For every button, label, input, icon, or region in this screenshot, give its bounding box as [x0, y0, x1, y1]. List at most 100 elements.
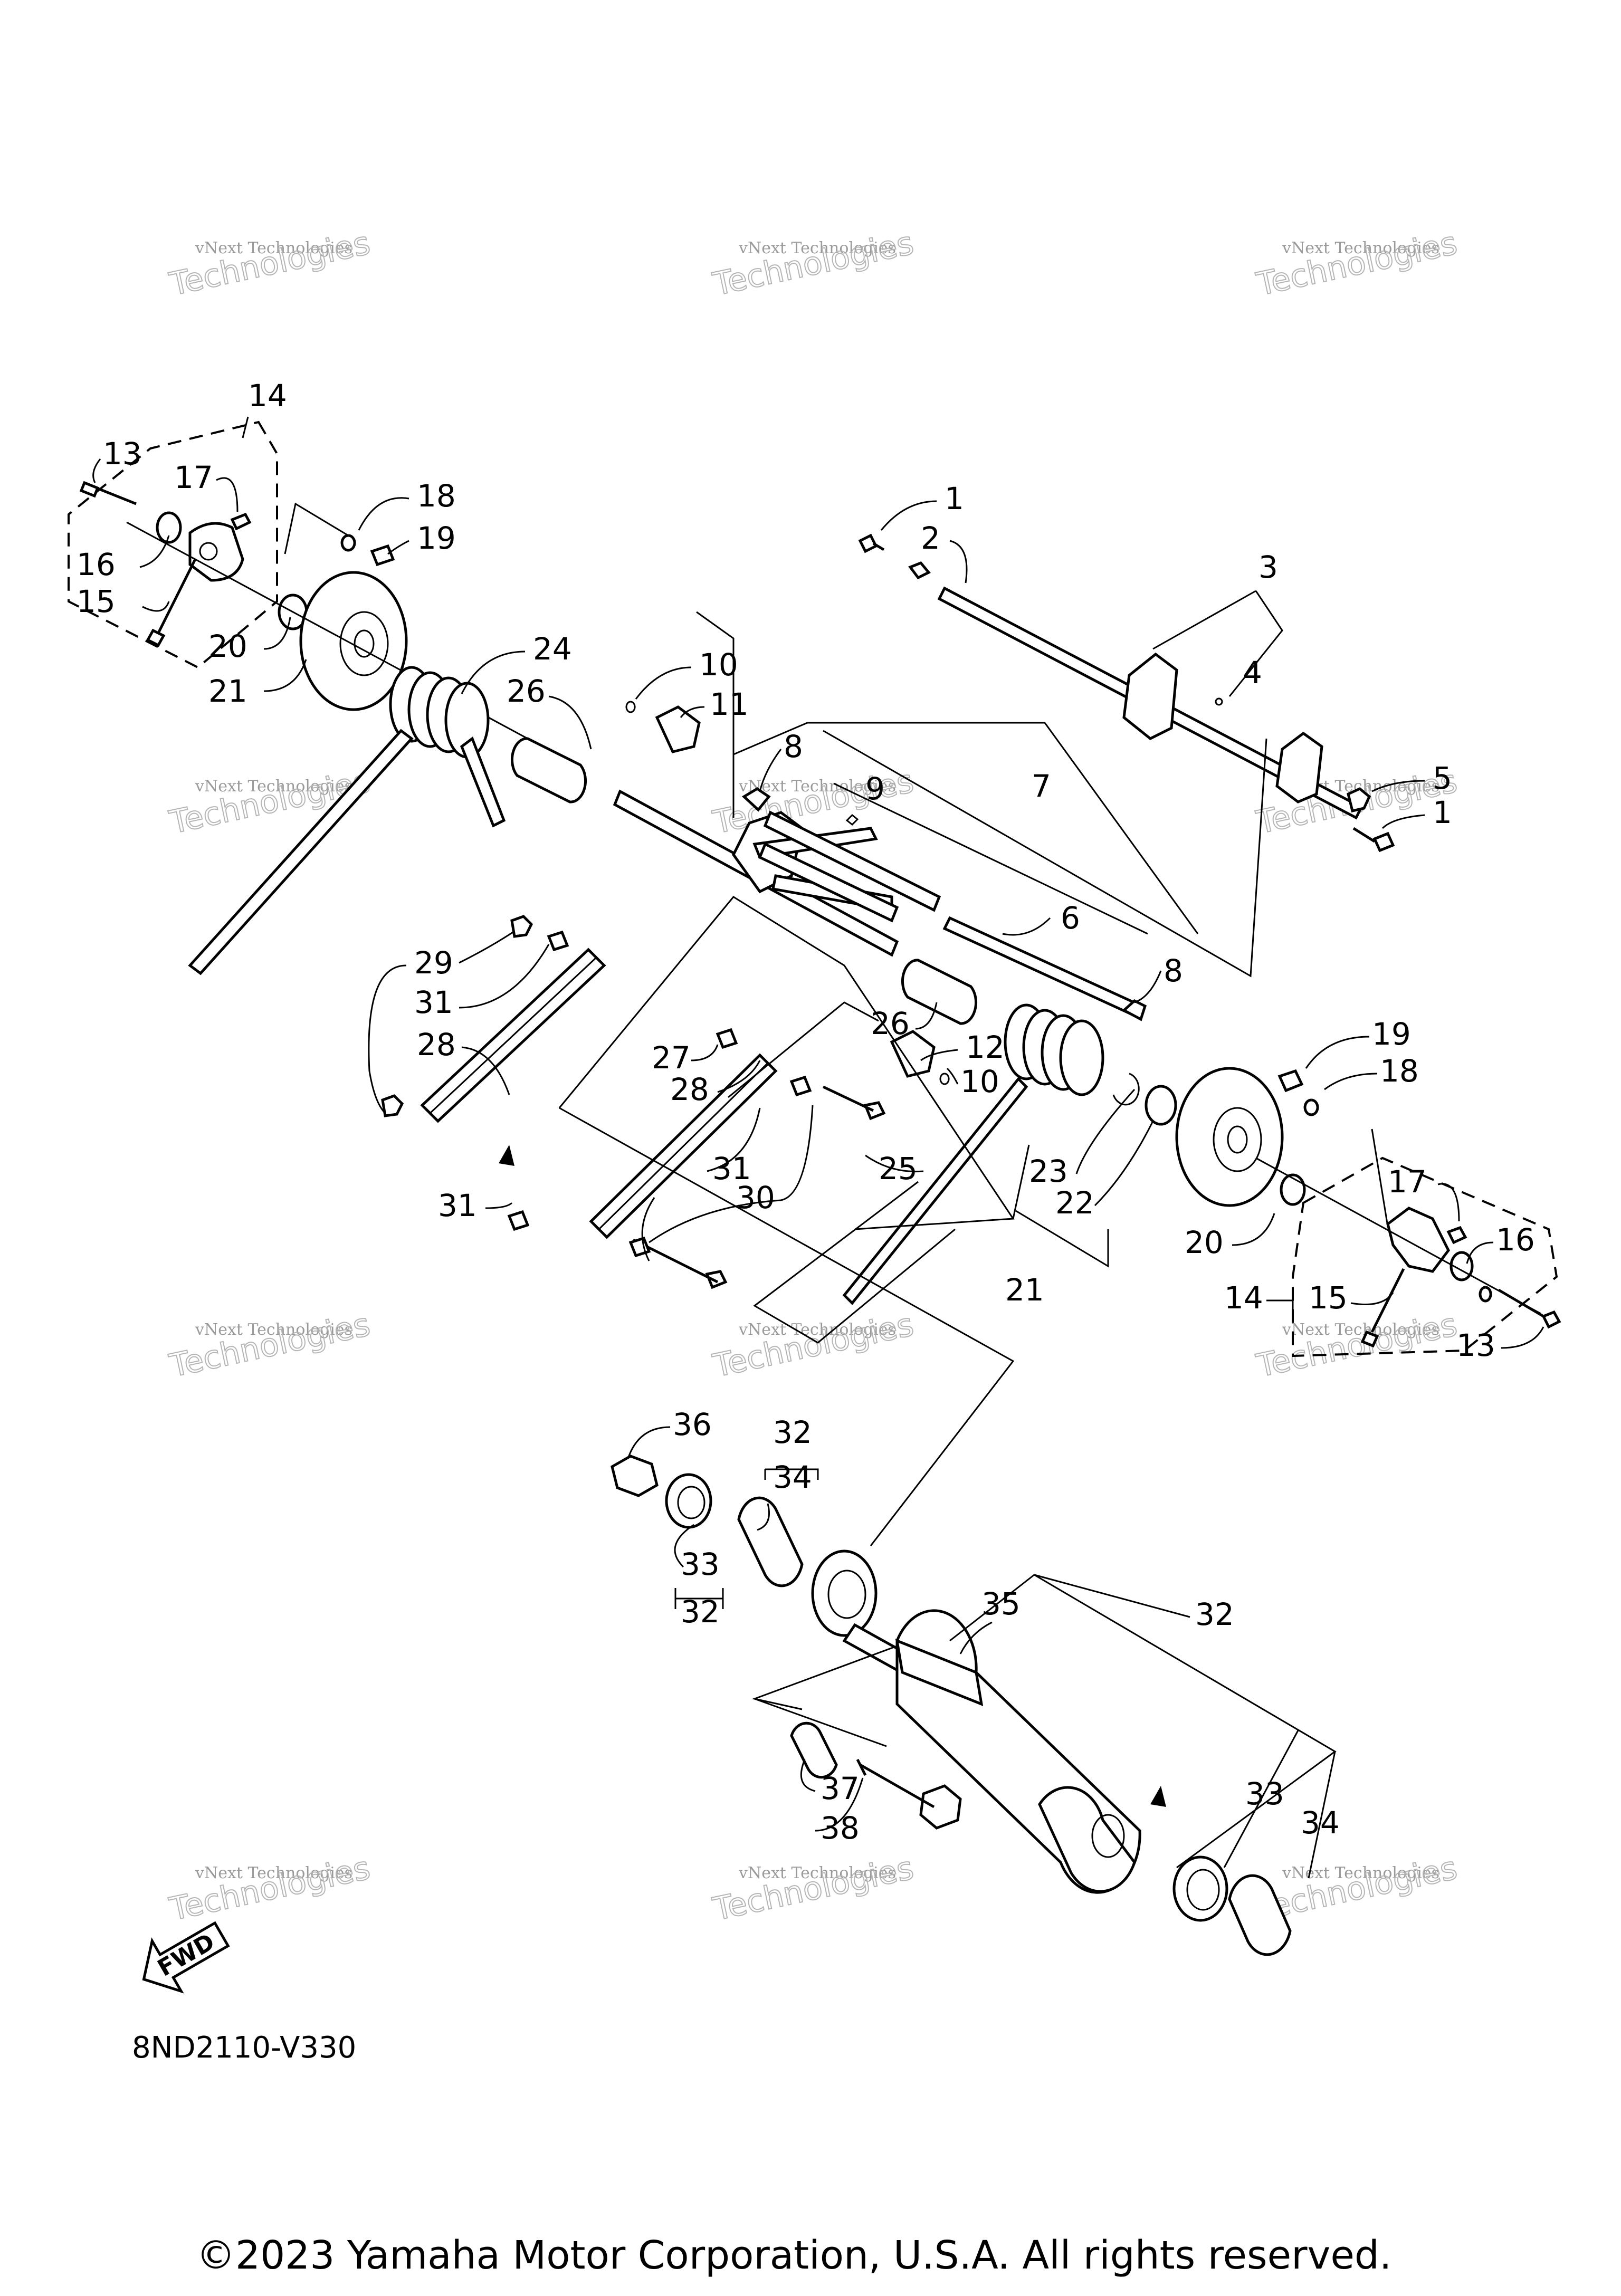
callout-7: 7 [1032, 768, 1051, 804]
leader-21-right [1015, 1210, 1109, 1268]
bolt-15-left [146, 558, 197, 647]
collar-31-c [789, 1075, 812, 1097]
watermark: vNext Technologies Technologies [709, 1306, 918, 1385]
callout-32-mid: 32 [681, 1594, 720, 1630]
callout-8-lower: 8 [1164, 953, 1183, 989]
arrow-marker-lower [1150, 1786, 1166, 1807]
leader-lines [284, 502, 1389, 1546]
callout-14-right: 14 [1224, 1280, 1263, 1316]
callout-15-right: 15 [1309, 1280, 1348, 1316]
svg-text:vNext Technologies: vNext Technologies [1282, 1321, 1439, 1339]
callout-13-right: 13 [1456, 1327, 1495, 1363]
watermark: vNext Technologies Technologies [166, 224, 374, 304]
watermarks: vNext Technologies Technologies vNext Te… [166, 224, 1461, 1929]
callout-33-bottom: 33 [1245, 1776, 1284, 1812]
watermark: vNext Technologies Technologies [709, 224, 918, 304]
shock-bottom-eye [1038, 1786, 1136, 1893]
callout-34-top: 34 [773, 1459, 812, 1495]
bush-19-left [370, 544, 395, 567]
kit-outline-left [68, 420, 278, 669]
shock-leader-lines [674, 1468, 1337, 1879]
svg-text:Technologies: Technologies [166, 225, 374, 303]
callout-3: 3 [1258, 549, 1278, 585]
stopper-11 [655, 705, 701, 753]
callout-26-lower: 26 [871, 1006, 910, 1041]
clip-10-lower [939, 1073, 950, 1085]
bolt-1-upper [858, 533, 885, 553]
callout-6: 6 [1061, 900, 1080, 936]
spacer-34-top [737, 1496, 804, 1587]
svg-text:vNext Technologies: vNext Technologies [1282, 1864, 1439, 1882]
bush-19-right [1277, 1069, 1304, 1093]
callout-11: 11 [710, 686, 749, 722]
svg-text:vNext Technologies: vNext Technologies [738, 1864, 896, 1882]
svg-text:vNext Technologies: vNext Technologies [1282, 239, 1439, 257]
callout-32-top: 32 [773, 1414, 812, 1450]
callout-34-bottom: 34 [1301, 1805, 1340, 1841]
callout-31-mid: 31 [712, 1151, 751, 1187]
circlip-23 [1112, 1073, 1140, 1106]
callout-28-upper: 28 [417, 1027, 456, 1063]
bracket-hole [199, 542, 218, 561]
svg-text:Technologies: Technologies [166, 1850, 374, 1928]
wheel-21-right-hub [1213, 1107, 1262, 1172]
callout-16-left: 16 [77, 547, 116, 582]
callout-28-lower: 28 [670, 1072, 709, 1107]
diagram-code: 8ND2110-V330 [132, 2031, 356, 2065]
link-28-rear [589, 1053, 778, 1239]
watermark: vNext Technologies Technologies [1253, 224, 1461, 304]
copyright-notice: ©2023 Yamaha Motor Corporation, U.S.A. A… [196, 2233, 1392, 2278]
callout-16-right: 16 [1496, 1222, 1535, 1258]
callout-1-lower: 1 [1433, 795, 1452, 830]
watermark: vNext Technologies Technologies [709, 1849, 918, 1929]
svg-text:vNext Technologies: vNext Technologies [738, 239, 896, 257]
wheel-21-left-hub [339, 611, 389, 676]
callout-12: 12 [966, 1029, 1005, 1065]
svg-text:FWD: FWD [153, 1928, 219, 1982]
callout-2: 2 [921, 520, 940, 556]
wheel-21-right [1175, 1067, 1284, 1207]
callout-17-left: 17 [174, 460, 213, 495]
spacer-34-bottom [1228, 1874, 1292, 1956]
nut-36 [611, 1455, 659, 1497]
callout-21-left: 21 [208, 673, 247, 709]
callout-18-left: 18 [417, 478, 456, 514]
watermark: vNext Technologies Technologies [709, 762, 918, 842]
callout-27: 27 [652, 1040, 691, 1076]
callout-37: 37 [821, 1771, 860, 1806]
collar-16-left [156, 511, 182, 544]
bolt-1-lower [1352, 827, 1395, 853]
torsion-spring-right [842, 1003, 1104, 1305]
callout-18-right: 18 [1380, 1053, 1419, 1089]
callout-15-left: 15 [77, 583, 116, 619]
callout-10-lower: 10 [960, 1064, 999, 1099]
callout-38: 38 [821, 1810, 860, 1846]
washer-2 [908, 561, 931, 580]
bearing-22 [1145, 1085, 1177, 1126]
callout-19-left: 19 [417, 520, 456, 556]
watermark: vNext Technologies Technologies [1253, 1306, 1461, 1385]
callout-labels: 1 2 3 4 5 1 6 7 8 8 9 10 11 10 12 13 14 … [77, 378, 1535, 1846]
left-upper-parts [79, 481, 408, 711]
svg-text:vNext Technologies: vNext Technologies [738, 1321, 896, 1339]
callout-8-upper: 8 [784, 729, 803, 764]
collar-8-left [741, 787, 771, 812]
washer-13-right [1479, 1286, 1492, 1303]
collar-37 [790, 1721, 838, 1779]
callout-5: 5 [1433, 760, 1452, 796]
callout-20-left: 20 [208, 628, 247, 664]
callout-23: 23 [1029, 1153, 1068, 1189]
collar-8-right [1121, 999, 1147, 1021]
watermark: vNext Technologies Technologies [166, 1849, 374, 1929]
bracket-3 [1122, 652, 1178, 740]
pin-4 [1215, 697, 1223, 706]
wheel-21-left-core [354, 629, 375, 658]
svg-text:vNext Technologies: vNext Technologies [195, 777, 352, 796]
stopper-12 [890, 1030, 936, 1078]
collar-26-upper [511, 737, 587, 803]
pin-17-left [230, 512, 252, 531]
wheel-21-right-core [1227, 1125, 1248, 1154]
svg-text:Technologies: Technologies [710, 1306, 917, 1385]
callout-10-upper: 10 [699, 647, 738, 683]
callout-1-upper: 1 [945, 481, 964, 516]
